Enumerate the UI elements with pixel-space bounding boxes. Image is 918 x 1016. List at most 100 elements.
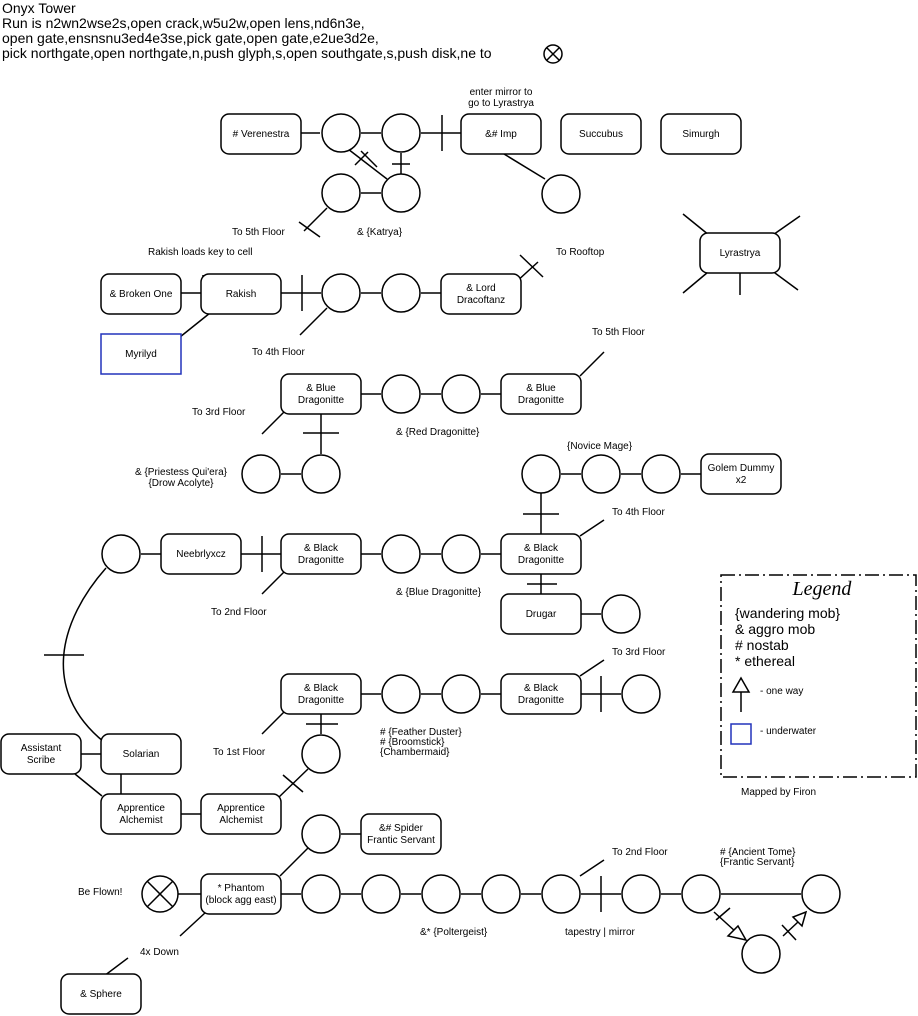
room-label: Neebrlyxcz [176,549,225,560]
room-label: Scribe [27,755,56,766]
label-to-3rd-floor-b: To 3rd Floor [612,647,666,658]
room-golem-dummy: Golem Dummy x2 [700,453,782,495]
room-label: Dragonitte [518,395,565,406]
room-label: & Broken One [110,289,173,300]
room-assistant-scribe: Assistant Scribe [0,733,82,775]
route-line-1: Run is n2wn2wse2s,open crack,w5u2w,open … [2,15,365,31]
room-spider: &# Spider Frantic Servant [360,813,442,855]
label-be-flown: Be Flown! [78,887,122,898]
room-label: Dragonitte [298,395,345,406]
room-neebrlyxcz: Neebrlyxcz [160,533,242,575]
route-line-3: pick northgate,open northgate,n,push gly… [2,45,492,61]
room-broken-one: & Broken One [100,273,182,315]
legend-one-way: - one way [760,686,803,697]
room-node [801,874,841,914]
room-solarian: Solarian [100,733,182,775]
room-rakish: Rakish [200,273,282,315]
room-label: Lyrastrya [720,248,761,259]
label-feather-duster: # {Feather Duster} [380,727,462,738]
room-node [481,874,521,914]
room-node [321,173,361,213]
room-label: Dragonitte [518,695,565,706]
room-node [541,874,581,914]
room-node [441,674,481,714]
room-node [521,454,561,494]
room-label: &# Spider [379,823,424,834]
room-node [381,273,421,313]
room-label: # Verenestra [233,129,290,140]
label-tapestry-mirror: tapestry | mirror [565,927,635,938]
room-node [301,814,341,854]
room-label: & Sphere [80,989,122,1000]
room-label: Myrilyd [125,349,157,360]
room-node [101,534,141,574]
legend-title: Legend [792,578,853,600]
room-node [741,934,781,974]
room-label: Dracoftanz [457,295,505,306]
room-label: & Black [524,683,559,694]
room-label: & Black [304,543,339,554]
room-label: Rakish [226,289,257,300]
room-lord-dracoftanz: & Lord Dracoftanz [440,273,522,315]
label-poltergeist: &* {Poltergeist} [420,927,488,938]
connections [44,115,808,977]
room-label: Assistant [21,743,62,754]
room-node [381,374,421,414]
room-node [621,674,661,714]
room-node [301,874,341,914]
room-node [541,174,581,214]
room-node [441,534,481,574]
label-to-2nd-floor-b: To 2nd Floor [612,847,668,858]
label-chambermaid: {Chambermaid} [380,747,450,758]
room-phantom: * Phantom (block agg east) [200,873,282,915]
label-to-5th-floor-b: To 5th Floor [592,327,645,338]
legend-wandering: {wandering mob} [735,605,840,621]
room-lyrastrya: Lyrastrya [699,232,781,274]
room-node [321,113,361,153]
room-node [381,173,421,213]
room-label: Apprentice [217,803,265,814]
legend-underwater: - underwater [760,726,817,737]
room-label: & Lord [466,283,495,294]
room-label: Apprentice [117,803,165,814]
room-node [381,674,421,714]
label-red-dragonitte: & {Red Dragonitte} [396,427,480,438]
room-black-dragonitte-a: & Black Dragonitte [280,533,362,575]
one-way-arrow-icon [731,676,751,712]
room-label: Dragonitte [518,555,565,566]
room-label: x2 [736,475,747,486]
label-enter-mirror-1: enter mirror to [470,87,533,98]
room-label: Frantic Servant [367,835,435,846]
room-node [601,594,641,634]
legend-aggro: & aggro mob [735,621,815,637]
room-label: & Black [304,683,339,694]
label-4x-down: 4x Down [140,947,179,958]
room-imp: &# Imp [460,113,542,155]
room-sphere: & Sphere [60,973,142,1015]
room-node [381,113,421,153]
room-label: & Blue [306,383,336,394]
room-label: Golem Dummy [708,463,775,474]
label-to-4th-floor: To 4th Floor [252,347,305,358]
room-node [301,734,341,774]
room-label: & Black [524,543,559,554]
route-line-2: open gate,ensnsnu3ed4e3se,pick gate,open… [2,30,379,46]
label-to-rooftop: To Rooftop [556,247,605,258]
room-black-dragonitte-d: & Black Dragonitte [500,673,582,715]
room-label: Simurgh [682,129,719,140]
room-apprentice-alchemist-b: Apprentice Alchemist [200,793,282,835]
room-node [361,874,401,914]
room-label: Alchemist [119,815,163,826]
room-label: Drugar [526,609,557,620]
label-mapped-by: Mapped by Firon [741,787,816,798]
room-node [421,874,461,914]
room-node [321,273,361,313]
room-node [301,454,341,494]
exit-icon [141,875,179,913]
room-blue-dragonitte-a: & Blue Dragonitte [280,373,362,415]
label-to-4th-floor-b: To 4th Floor [612,507,665,518]
room-verenestra: # Verenestra [220,113,302,155]
label-katrya: & {Katrya} [357,227,403,238]
room-label: Dragonitte [298,695,345,706]
